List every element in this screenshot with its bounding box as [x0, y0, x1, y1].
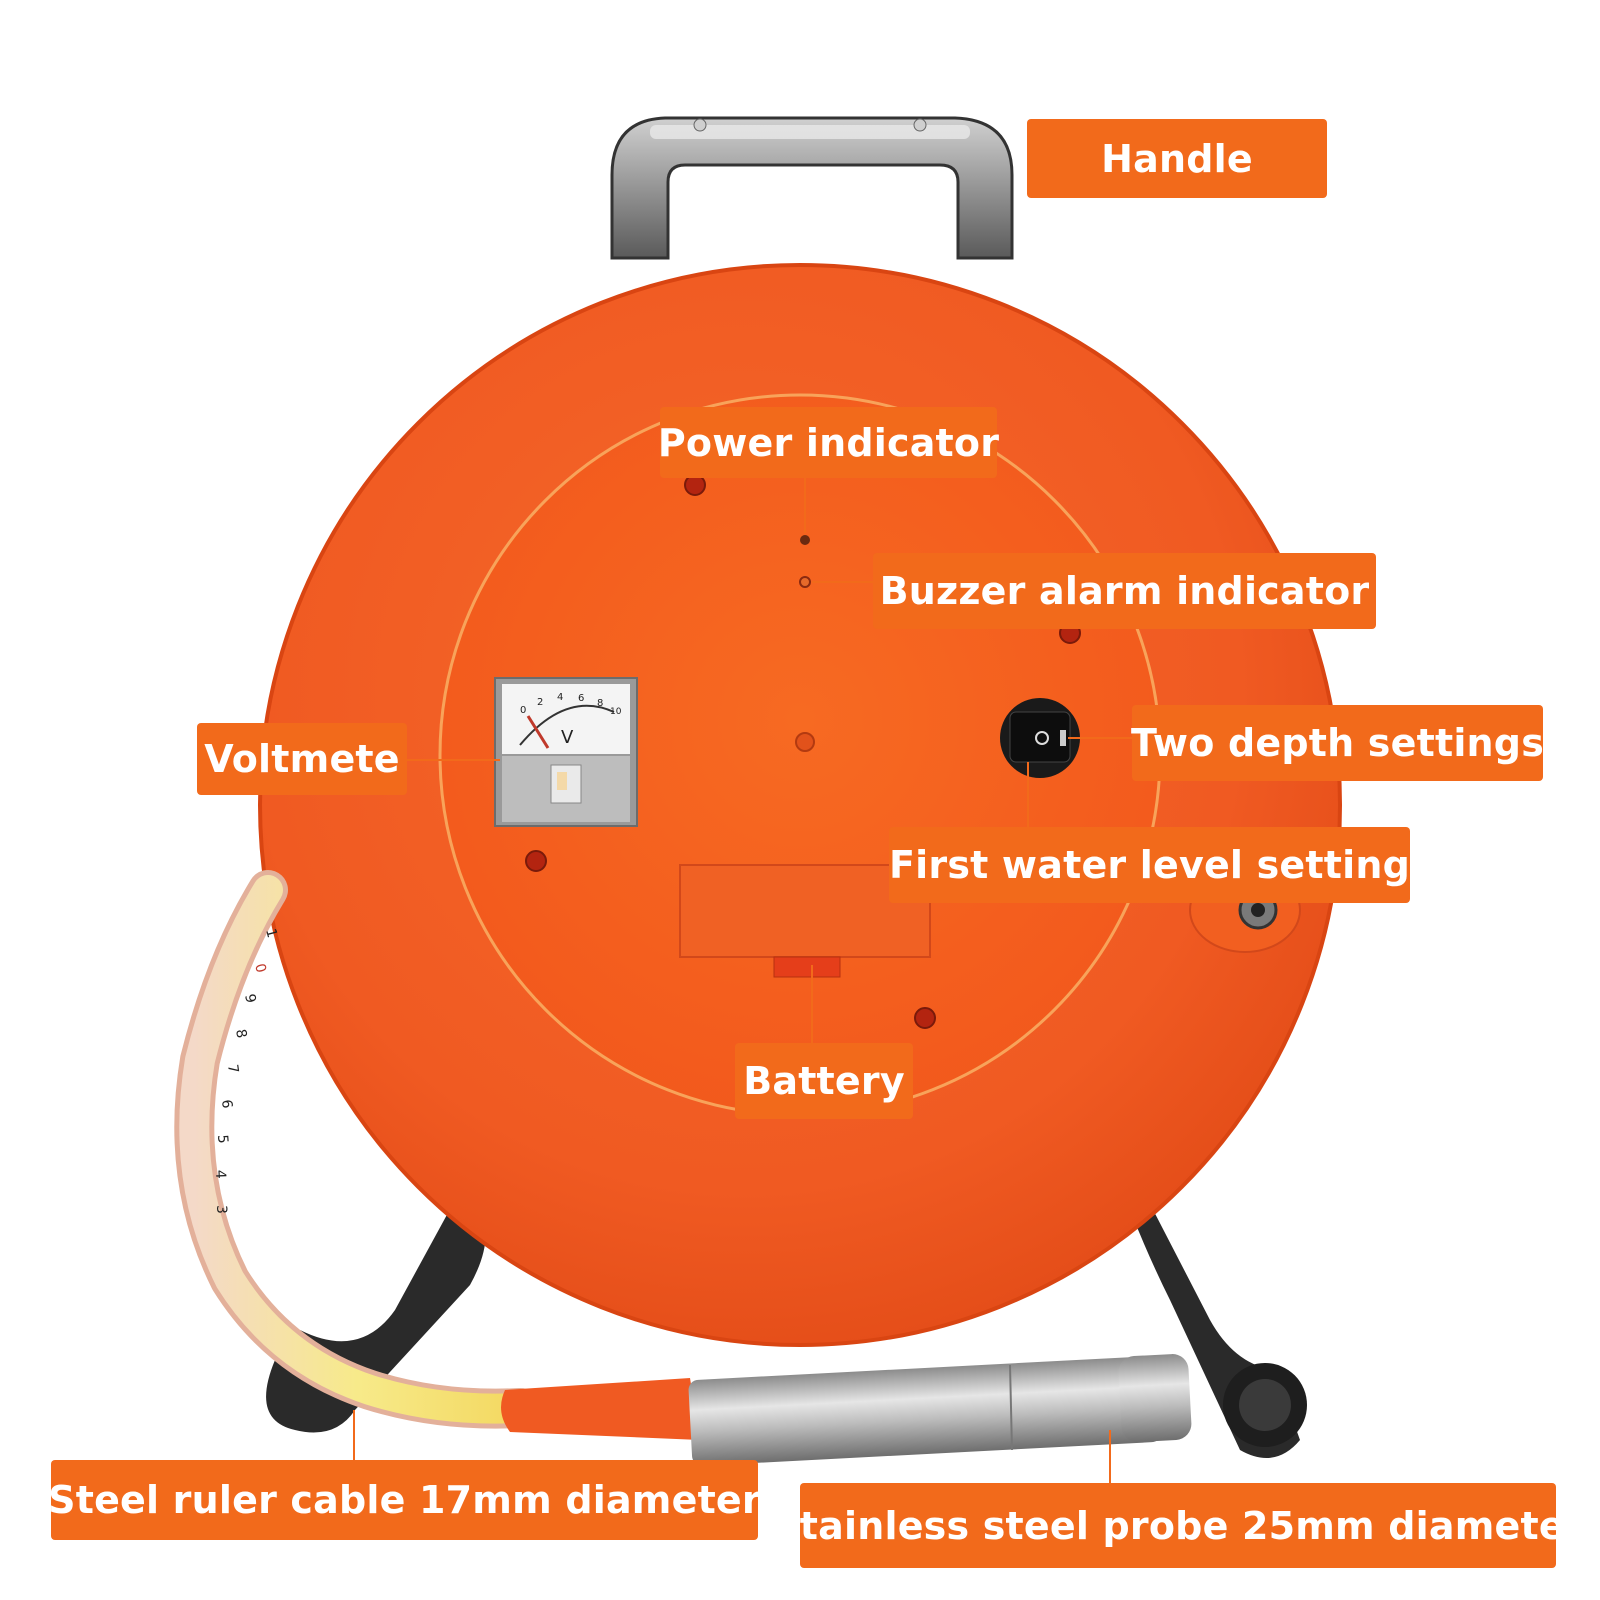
- steel-ruler-tape: 1 0 9 8 7 6 5 4 3: [174, 870, 540, 1429]
- power-indicator-callout: Power indicator: [658, 407, 999, 478]
- battery-callout: Battery: [735, 1043, 913, 1119]
- tape-mark-7: 7: [224, 1063, 241, 1074]
- tape-mark-3: 3: [213, 1205, 229, 1214]
- depth-setting-switch: [1000, 698, 1080, 778]
- voltmeter-callout: Voltmete: [197, 723, 407, 795]
- tape-mark-5: 5: [214, 1134, 231, 1144]
- stainless-probe-callout: Stainless steel probe 25mm diameter: [772, 1483, 1584, 1568]
- tape-mark-1: 1: [262, 927, 280, 940]
- battery-compartment: [679, 864, 931, 978]
- steel-ruler-cable-callout: Steel ruler cable 17mm diameter: [48, 1460, 761, 1540]
- tape-mark-6: 6: [218, 1099, 235, 1110]
- leader-lines: [353, 478, 1132, 1483]
- voltmeter-scale-6: 6: [578, 693, 584, 704]
- voltmeter-scale-10: 10: [610, 707, 622, 717]
- buzzer-indicator-led: [799, 576, 811, 588]
- buzzer-alarm-indicator-callout: Buzzer alarm indicator: [873, 553, 1376, 629]
- voltmeter-scale-0: 0: [520, 705, 526, 716]
- power-indicator-led: [800, 535, 810, 545]
- voltmeter-scale-8: 8: [597, 698, 603, 709]
- voltmeter-unit: V: [561, 727, 574, 748]
- tape-mark-0: 0: [251, 962, 269, 975]
- two-depth-settings-callout: Two depth settings: [1131, 705, 1544, 781]
- voltmeter-scale-2: 2: [537, 697, 543, 708]
- tape-mark-8: 8: [232, 1028, 249, 1040]
- tape-mark-9: 9: [241, 993, 259, 1005]
- handle-part: [610, 116, 1014, 260]
- stainless-steel-probe: [501, 1354, 1192, 1466]
- voltmeter-scale-4: 4: [557, 692, 563, 703]
- first-water-level-setting-callout: First water level setting: [889, 827, 1410, 903]
- voltmeter-gauge: 0 2 4 6 8 10 V: [494, 677, 638, 827]
- handle-callout: Handle: [1027, 119, 1327, 198]
- tape-mark-4: 4: [212, 1170, 228, 1180]
